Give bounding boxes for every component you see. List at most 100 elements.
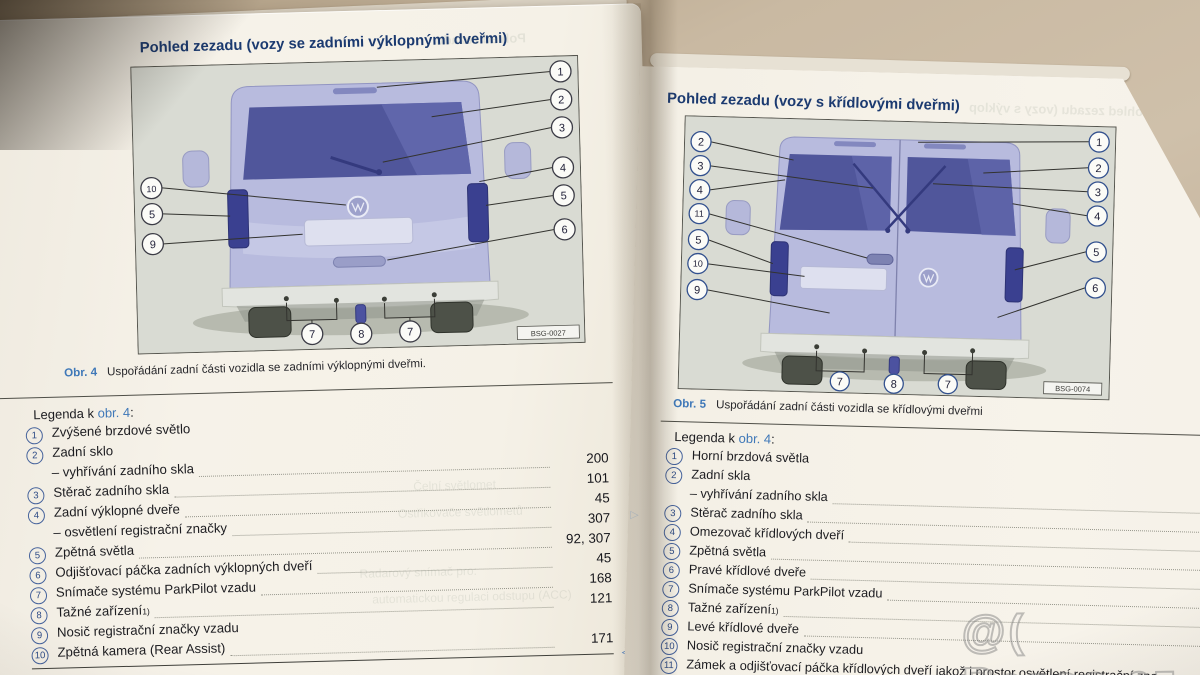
wiper-pivot	[376, 169, 383, 176]
image-code: BSG-0074	[1055, 384, 1090, 394]
page-ref	[190, 432, 244, 433]
callout-circles: 2 3 4 11 5 10 9 1 2 3 4 5 6 7 8 7	[685, 121, 1110, 398]
page-ref: 121	[589, 590, 613, 606]
high-brake-light-right	[924, 143, 966, 149]
legend-item-label: Omezovač křídlových dveří	[689, 523, 845, 543]
callout-number: 8	[358, 329, 364, 341]
window-reflection	[966, 159, 1018, 236]
rear-wiper-left	[886, 165, 946, 232]
page-title-left: Pohled zezadu (vozy se zadními výklopným…	[139, 30, 508, 57]
page-ref: 171	[590, 630, 614, 646]
legend-header-figure-link: obr. 4	[738, 430, 772, 447]
parkpilot-sensor	[922, 350, 927, 355]
page-ref: 200	[586, 450, 609, 466]
van-rear-tailgate-illustration: 1 2 3 4 5 6 10 5 9 7 8 7 BSG-0027	[130, 54, 586, 355]
item-number-badge: 5	[663, 543, 680, 560]
callout-number: 10	[146, 184, 156, 194]
legend-item-label: – vyhřívání zadního skla	[51, 461, 195, 480]
item-number-badge: 11	[660, 657, 677, 674]
image-code-box	[1044, 382, 1102, 396]
callout-number: 9	[150, 239, 156, 251]
callout-number: 5	[695, 235, 701, 247]
item-number-badge: 6	[29, 566, 47, 584]
door-split-line	[895, 140, 900, 337]
parkpilot-sensor	[381, 296, 387, 302]
callout-number: 4	[560, 162, 566, 174]
taillight-left	[227, 189, 250, 249]
legend-item-label: Stěrač zadního skla	[53, 481, 170, 500]
legend-item-label: – vyhřívání zadního skla	[689, 485, 828, 505]
callout-number: 3	[697, 161, 703, 173]
item-number-badge: 7	[29, 586, 48, 604]
callout-number: 2	[558, 94, 564, 106]
legend-item-label: Zpětná kamera (Rear Assist)	[57, 640, 226, 660]
vw-badge-glyph	[351, 202, 365, 213]
item-number-badge: 9	[30, 626, 49, 644]
image-code: BSG-0027	[531, 328, 566, 338]
taillight-right	[1005, 248, 1023, 302]
legend-header-prefix: Legenda k	[33, 405, 98, 423]
mirror-left	[182, 150, 210, 188]
callout-number: 2	[1095, 163, 1101, 175]
mirror-right	[1046, 209, 1071, 244]
left-page: Pohled zezadu (vozy se zadními výklopným…	[0, 3, 660, 675]
taillight-left	[770, 242, 788, 296]
rear-wiper	[330, 156, 378, 174]
legend-item-label: – osvětlení registrační značky	[53, 520, 228, 540]
callout-number: 5	[1093, 247, 1099, 259]
page-ref: 168	[589, 570, 612, 586]
legend-item-label: Zadní sklo	[52, 443, 114, 460]
callout-number: 1	[1096, 137, 1102, 149]
page-ref	[113, 454, 167, 455]
legend-item-label: Zadní výklopné dveře	[53, 501, 181, 520]
callout-number: 6	[1092, 283, 1098, 295]
legend-item-label: Tažné zařízení	[56, 602, 143, 620]
callout-number: 5	[561, 190, 567, 202]
callout-number: 4	[697, 185, 703, 197]
callout-number: 9	[694, 284, 700, 296]
callout-number: 11	[694, 208, 704, 218]
callout-number: 3	[1095, 187, 1101, 199]
license-plate-recess	[800, 266, 887, 290]
legend-item-label: Pravé křídlové dveře	[688, 561, 807, 580]
license-plate-recess	[303, 216, 414, 247]
figure-caption-text: Uspořádání zadní části vozidla se křídlo…	[715, 398, 983, 419]
legend-header-prefix: Legenda k	[674, 429, 739, 446]
wheel-right	[430, 301, 474, 334]
wheel-left	[248, 306, 292, 338]
right-page: Pohled zezadu (vozy s křídlovými dveřmi)…	[623, 66, 1200, 675]
callout-number: 10	[693, 258, 703, 268]
page-title-right: Pohled zezadu (vozy s křídlovými dveřmi)	[666, 90, 960, 115]
callout-number: 2	[698, 137, 704, 149]
item-number-badge: 2	[26, 446, 44, 465]
page-ref	[239, 631, 293, 632]
high-brake-light-left	[834, 141, 876, 147]
figure-label: Obr. 4	[64, 365, 98, 380]
callout-lines	[162, 71, 554, 324]
margin-continuation-arrow: ▷	[630, 508, 639, 522]
dot-leader	[230, 646, 555, 657]
parkpilot-sensor	[970, 348, 975, 353]
parkpilot-sensor	[431, 292, 437, 298]
legend-header-suffix: :	[770, 431, 775, 447]
item-number-badge: 2	[665, 467, 682, 484]
figure-5-diagram: 2 3 4 11 5 10 9 1 2 3 4 5 6 7 8 7 BSG-00…	[678, 115, 1117, 400]
mirror-right	[504, 141, 532, 180]
page-ref: 45	[594, 490, 610, 506]
parkpilot-sensor	[814, 344, 819, 349]
parkpilot-sensor	[862, 348, 867, 353]
callout-lines	[705, 132, 1089, 380]
item-number-badge: 4	[664, 524, 681, 541]
figure-4-diagram: 1 2 3 4 5 6 10 5 9 7 8 7 BSG-0027	[130, 54, 586, 355]
high-brake-light	[332, 87, 377, 95]
legend-header-figure-link: obr. 4	[97, 404, 131, 421]
figure-label: Obr. 5	[673, 396, 707, 411]
wiper-pivot	[905, 229, 910, 234]
legend-item-label: Horní brzdová světla	[691, 447, 810, 466]
item-number-badge: 1	[666, 448, 683, 465]
legend-item-label: Tažné zařízení	[687, 599, 772, 617]
